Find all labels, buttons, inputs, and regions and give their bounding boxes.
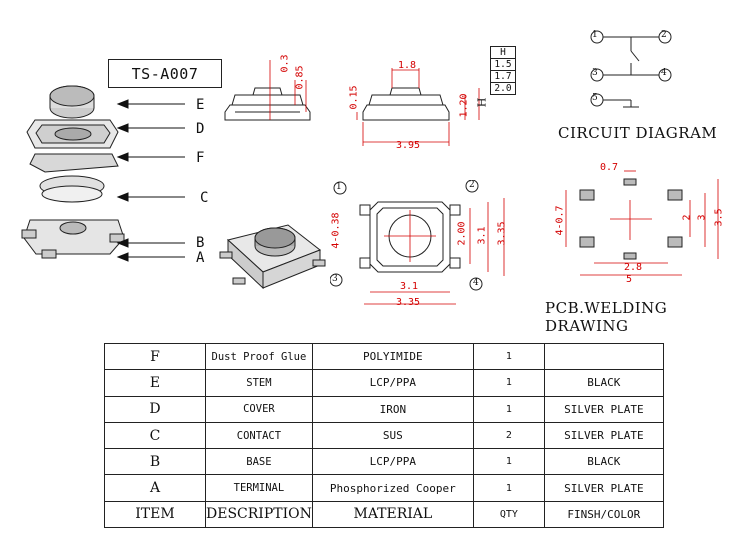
bom-cell-finish: BLACK [543,448,664,476]
bom-cell-description: STEM [205,369,313,397]
bom-cell-description: DESCRIPTION [205,500,313,529]
bom-cell-finish: SILVER PLATE [543,474,664,502]
bom-cell-item: B [104,448,206,476]
node-5: 5 [592,93,598,103]
pcb-dim-3-5: 3.5 [713,208,725,227]
pcb-welding-drawing [565,170,719,276]
switch-3d-view [219,224,326,290]
pcb-dim-3: 3 [696,214,708,221]
bom-cell-qty: 1 [472,474,545,502]
bom-cell-material: LCP/PPA [311,448,474,476]
height-table-value: 1.5 [490,58,516,71]
pin-3: 3 [332,274,338,284]
circuit-diagram-title: CIRCUIT DIAGRAM [558,124,718,142]
bom-cell-description: CONTACT [205,421,313,450]
pcb-dim-2: 2 [681,214,693,221]
bom-cell-qty: 1 [472,448,545,476]
label-b: B [196,235,205,251]
height-table-value: 2.0 [490,82,516,95]
bom-cell-qty: QTY [472,500,545,529]
dim-0-15: 0.15 [348,85,360,110]
dim-h: H [475,97,489,108]
pin-4: 4 [473,278,479,288]
pin-2: 2 [469,180,475,190]
bom-cell-finish: FINSH/COLOR [543,500,664,529]
bom-cell-finish [543,342,664,371]
node-2: 2 [661,30,667,40]
bom-cell-finish: BLACK [543,369,664,397]
node-4: 4 [661,68,667,78]
bom-cell-material: POLYIMIDE [311,342,474,371]
node-1: 1 [592,30,598,40]
dim-1-20: 1.20 [458,93,470,118]
bom-cell-finish: SILVER PLATE [543,395,664,423]
dim-3-35-v: 3.35 [496,221,508,246]
bom-cell-item: D [104,395,206,423]
bom-cell-material: MATERIAL [311,500,474,529]
bom-cell-qty: 1 [472,395,545,423]
dim-4-0-38: 4-0.38 [330,212,342,249]
height-table-value: 1.7 [490,70,516,83]
label-f: F [196,150,205,166]
node-3: 3 [592,68,598,78]
dim-3-1-v: 3.1 [476,226,488,245]
bom-cell-item: C [104,421,206,450]
bom-cell-description: COVER [205,395,313,423]
dim-3-35-h: 3.35 [396,297,421,308]
side-view-1 [224,60,311,121]
bom-cell-item: E [104,369,206,397]
bom-cell-description: BASE [205,448,313,476]
pcb-dim-4-0-7: 4-0.7 [554,205,566,236]
model-title: TS-A007 [108,59,222,88]
pcb-welding-title: PCB.WELDING DRAWING [545,299,668,335]
bom-cell-material: Phosphorized Cooper [311,474,474,502]
dim-3-95: 3.95 [396,140,421,151]
label-d: D [196,121,205,137]
bom-cell-item: F [104,342,206,371]
bom-cell-material: IRON [311,395,474,423]
bom-cell-finish: SILVER PLATE [543,421,664,450]
bom-cell-item: A [104,474,206,502]
label-a: A [196,250,205,266]
dim-2-00: 2.00 [456,221,468,246]
bom-cell-qty: 2 [472,421,545,450]
dim-3-1-h: 3.1 [400,281,419,292]
pcb-dim-2-8: 2.8 [624,262,643,273]
circuit-diagram [590,30,672,108]
exploded-view [21,85,185,262]
bom-cell-material: LCP/PPA [311,369,474,397]
side-view-2 [356,68,480,146]
height-table: H 1.5 1.7 2.0 [490,46,516,95]
bom-cell-material: SUS [311,421,474,450]
dim-1-8: 1.8 [398,60,417,71]
label-c: C [200,190,209,206]
bom-cell-qty: 1 [472,342,545,371]
bom-cell-qty: 1 [472,369,545,397]
dim-0-85: 0.85 [294,65,306,90]
bom-cell-description: Dust Proof Glue [205,342,313,371]
bom-cell-description: TERMINAL [205,474,313,502]
pcb-dim-0-7: 0.7 [600,162,619,173]
pin-1: 1 [336,182,342,192]
label-e: E [196,97,205,113]
pcb-dim-5: 5 [626,274,633,285]
top-view [330,180,505,305]
dim-0-3: 0.3 [279,54,291,73]
height-table-header: H [490,46,516,59]
bom-cell-item: ITEM [104,500,206,529]
